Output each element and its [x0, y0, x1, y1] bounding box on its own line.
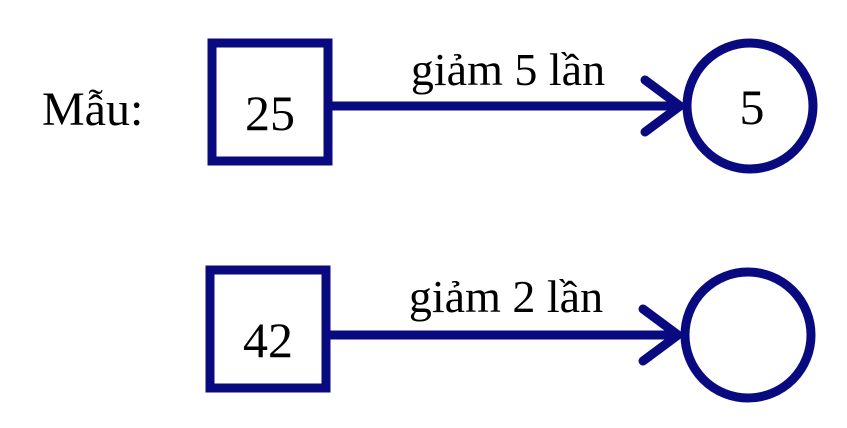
exercise-arrow-head	[638, 304, 683, 366]
example-result-circle	[682, 38, 818, 174]
exercise-operation-label: giảm 2 lần	[409, 271, 603, 322]
exercise-input-box	[205, 265, 331, 393]
example-operation-label: giảm 5 lần	[411, 44, 605, 95]
exercise-input-value: 42	[243, 312, 293, 368]
exercise-result-circle[interactable]	[680, 267, 816, 403]
example-arrow-head	[640, 75, 685, 137]
example-input-value: 25	[245, 85, 295, 141]
example-label: Mẫu:	[42, 83, 143, 136]
example-result-value: 5	[740, 79, 765, 135]
